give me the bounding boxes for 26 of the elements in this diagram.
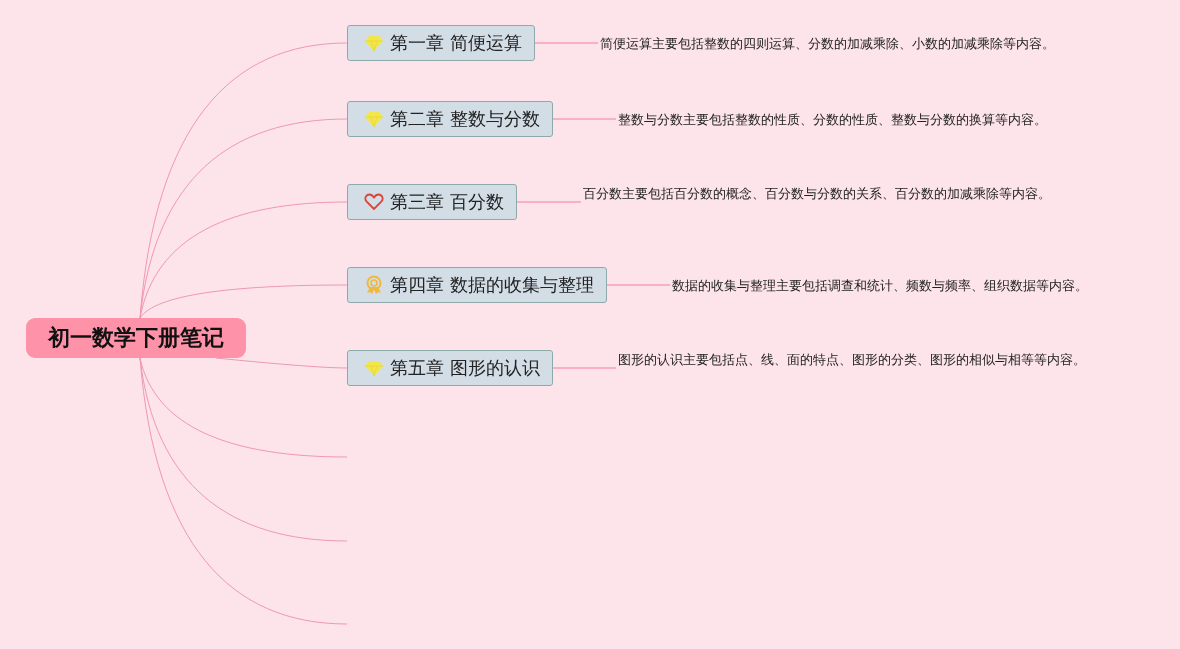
topic-label: 第三章 百分数 (390, 190, 504, 214)
note-text: 整数与分数主要包括整数的性质、分数的性质、整数与分数的换算等内容。 (618, 110, 1138, 129)
topic-label: 第四章 数据的收集与整理 (390, 273, 594, 297)
branch-line (139, 357, 348, 625)
note-text: 百分数主要包括百分数的概念、百分数与分数的关系、百分数的加减乘除等内容。 (583, 184, 1068, 203)
branch-line (139, 284, 348, 319)
branch-line (139, 42, 348, 319)
branch-line (215, 357, 348, 369)
branch-line (606, 284, 671, 286)
branch-line (516, 201, 582, 203)
topic-box (347, 184, 517, 220)
branch-line (534, 42, 599, 44)
note-text: 图形的认识主要包括点、线、面的特点、图形的分类、图形的相似与相等等内容。 (618, 350, 1103, 369)
topic-box (347, 350, 553, 386)
topic-label: 第二章 整数与分数 (390, 107, 540, 131)
note-text: 简便运算主要包括整数的四则运算、分数的加减乘除、小数的加减乘除等内容。 (600, 34, 1120, 53)
topic-label: 第五章 图形的认识 (390, 356, 540, 380)
root-topic: 初一数学下册笔记 (26, 318, 246, 358)
topic-box (347, 101, 553, 137)
branch-line (139, 201, 348, 319)
branch-line (552, 118, 617, 120)
branch-line (552, 367, 617, 369)
topic-box (347, 267, 607, 303)
topic-label: 第一章 简便运算 (390, 31, 522, 55)
note-text: 数据的收集与整理主要包括调查和统计、频数与频率、组织数据等内容。 (672, 276, 1152, 295)
topic-box (347, 25, 535, 61)
